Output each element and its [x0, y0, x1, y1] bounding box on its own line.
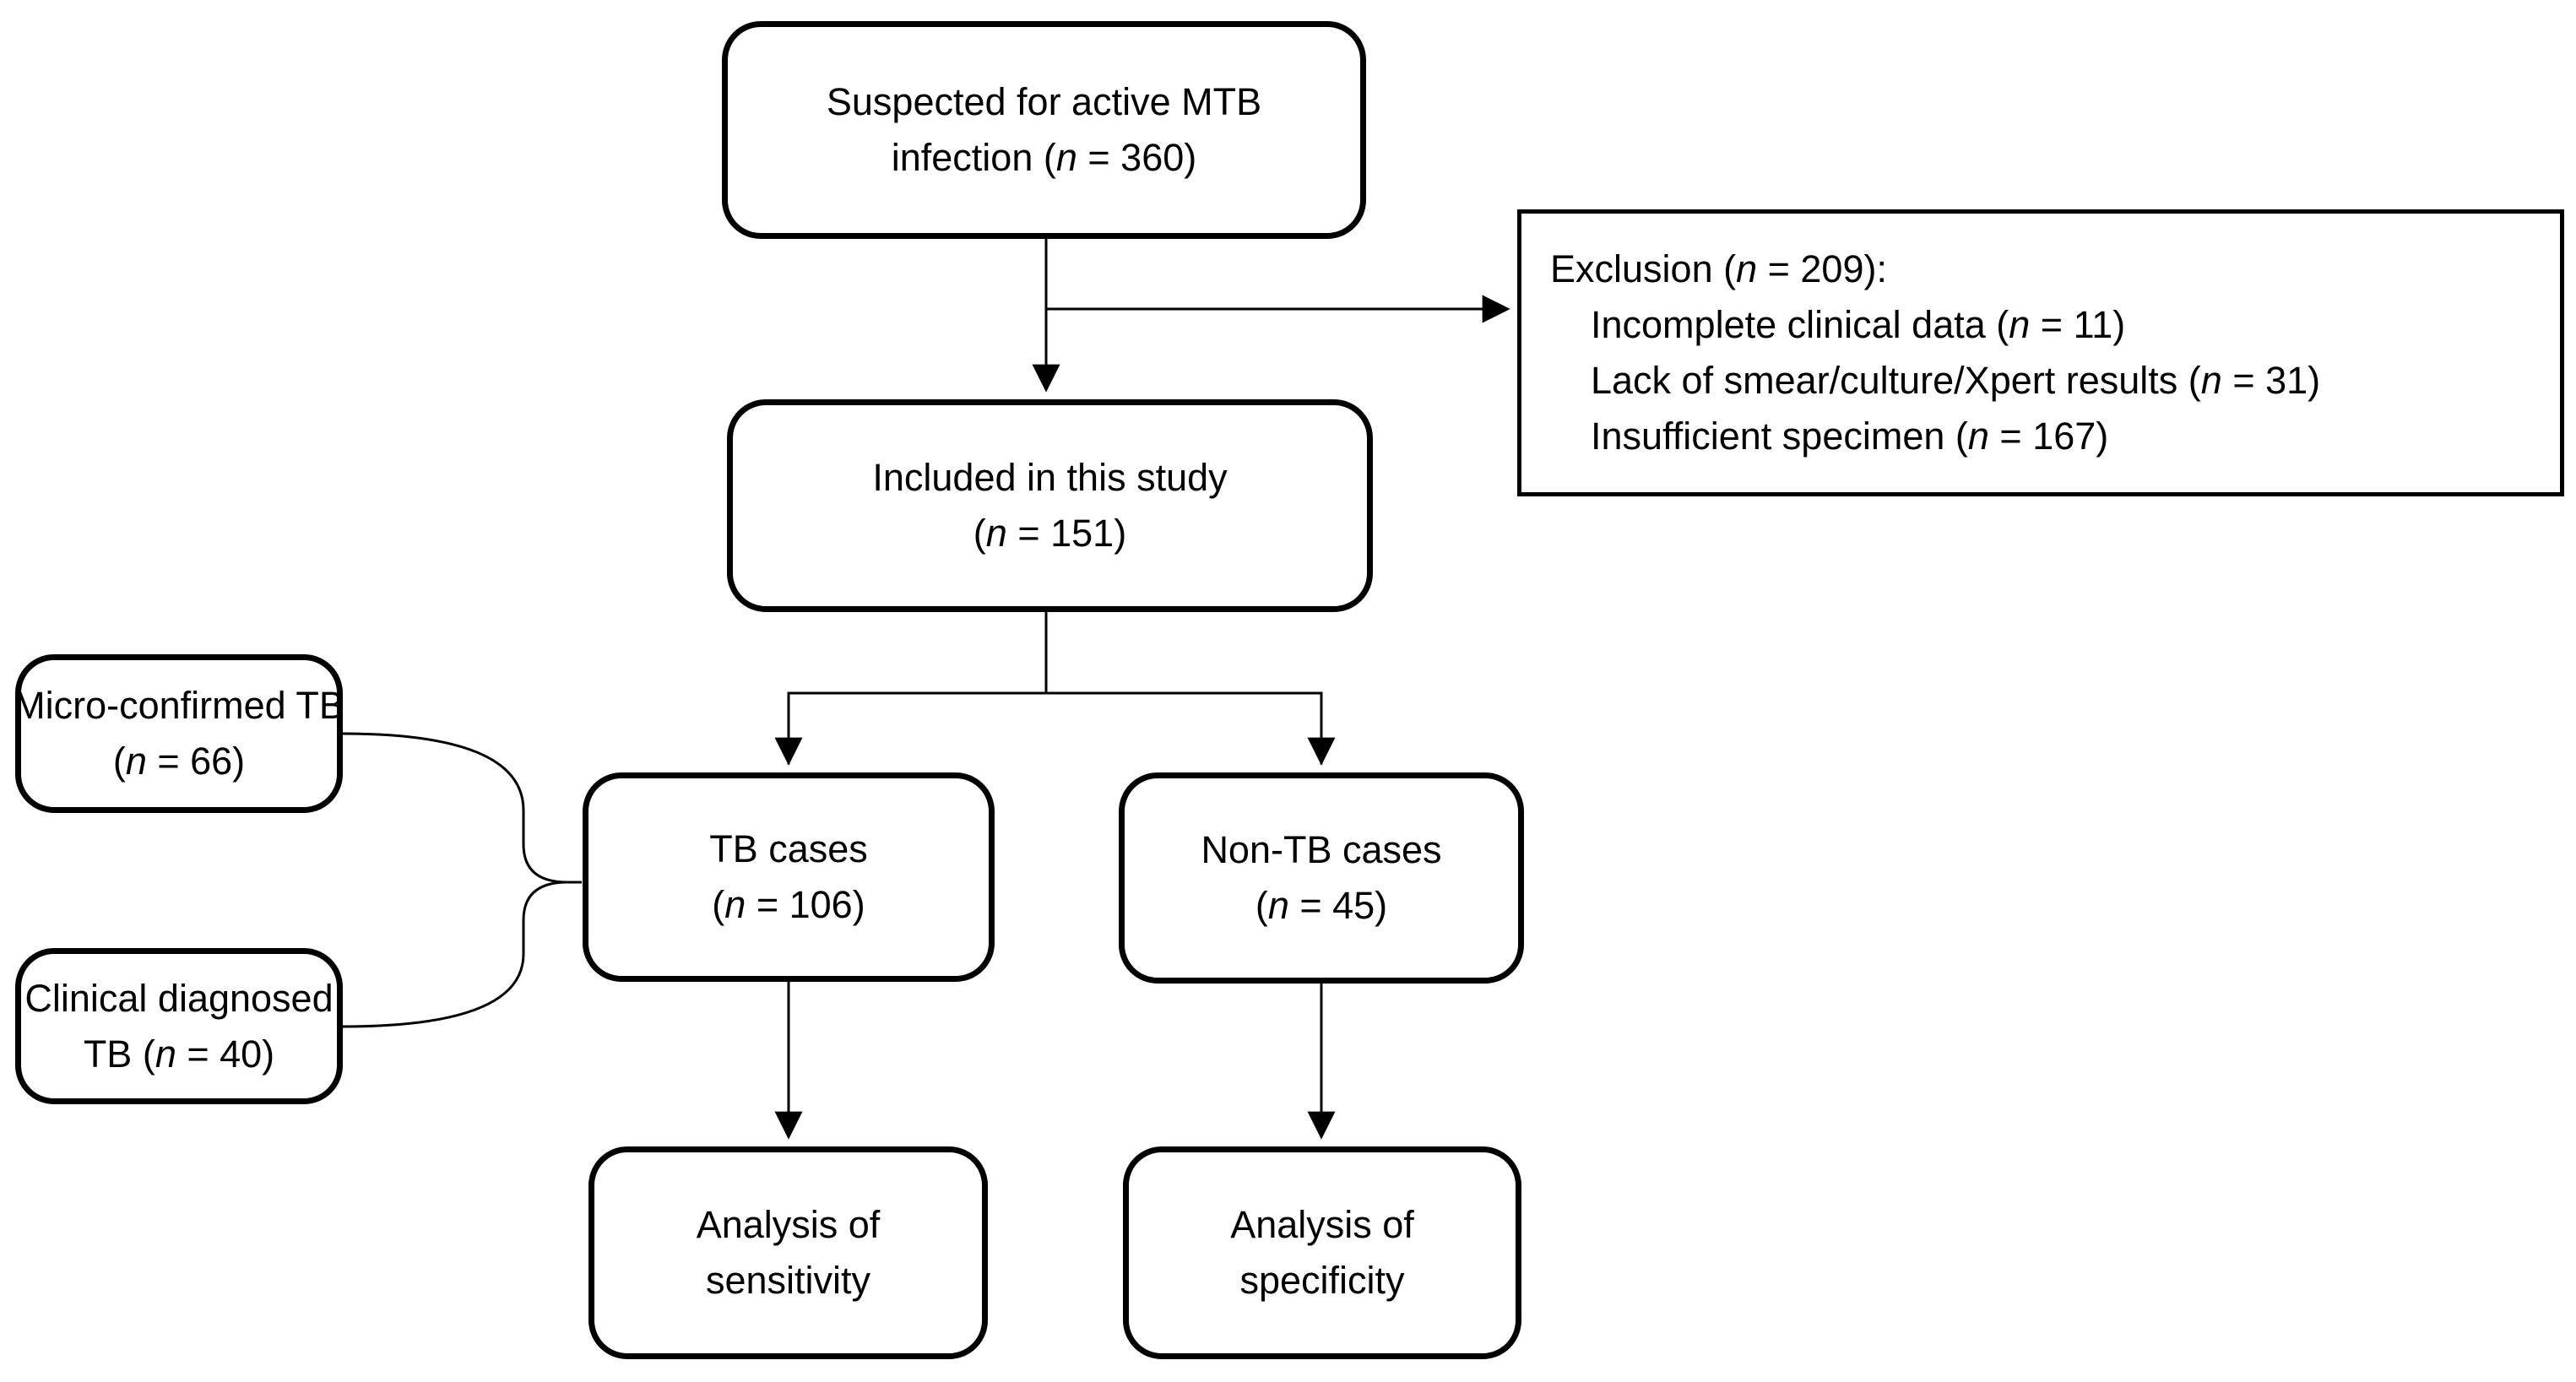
- node-text-line: Incomplete clinical data (n = 11): [1591, 303, 2126, 346]
- node-text-line: infection (n = 360): [891, 136, 1197, 179]
- node-text-line: Non-TB cases: [1201, 828, 1442, 871]
- node-text-line: TB (n = 40): [83, 1032, 275, 1076]
- node-text-line: Included in this study: [872, 456, 1228, 499]
- node-analysis-of-specificity: Analysis of specificity: [1123, 1146, 1521, 1359]
- node-text-line: Analysis of: [1230, 1203, 1414, 1246]
- node-text-line: Exclusion (n = 209):: [1550, 247, 1887, 290]
- node-text-line: (n = 45): [1255, 884, 1388, 927]
- node-text-line: Insufficient specimen (n = 167): [1591, 415, 2109, 458]
- node-text-line: sensitivity: [705, 1259, 871, 1302]
- node-text-line: (n = 106): [712, 883, 865, 926]
- node-text-line: Micro-confirmed TB: [14, 684, 344, 727]
- node-text-line: (n = 151): [973, 512, 1127, 555]
- node-text-line: Clinical diagnosed: [24, 976, 334, 1020]
- node-non-tb-cases: Non-TB cases (n = 45): [1119, 772, 1524, 984]
- node-text-line: Lack of smear/culture/Xpert results (n =…: [1591, 359, 2321, 402]
- node-suspected-mtb-infection: Suspected for active MTB infection (n = 3…: [722, 21, 1366, 239]
- node-text-line: (n = 66): [112, 740, 246, 783]
- node-text-line: specificity: [1239, 1259, 1405, 1302]
- node-text-line: Suspected for active MTB: [826, 80, 1262, 123]
- curly-brace-tb-composition: [342, 732, 568, 1028]
- node-text-line: Analysis of: [696, 1203, 881, 1246]
- node-tb-cases: TB cases (n = 106): [583, 772, 995, 982]
- node-included-in-study: Included in this study (n = 151): [727, 399, 1373, 612]
- node-clinical-diagnosed-tb: Clinical diagnosed TB (n = 40): [15, 948, 343, 1104]
- node-text-line: TB cases: [709, 827, 868, 870]
- node-exclusion: Exclusion (n = 209): Incomplete clinical …: [1517, 209, 2564, 496]
- node-micro-confirmed-tb: Micro-confirmed TB (n = 66): [14, 654, 344, 813]
- node-analysis-of-sensitivity: Analysis of sensitivity: [588, 1146, 988, 1359]
